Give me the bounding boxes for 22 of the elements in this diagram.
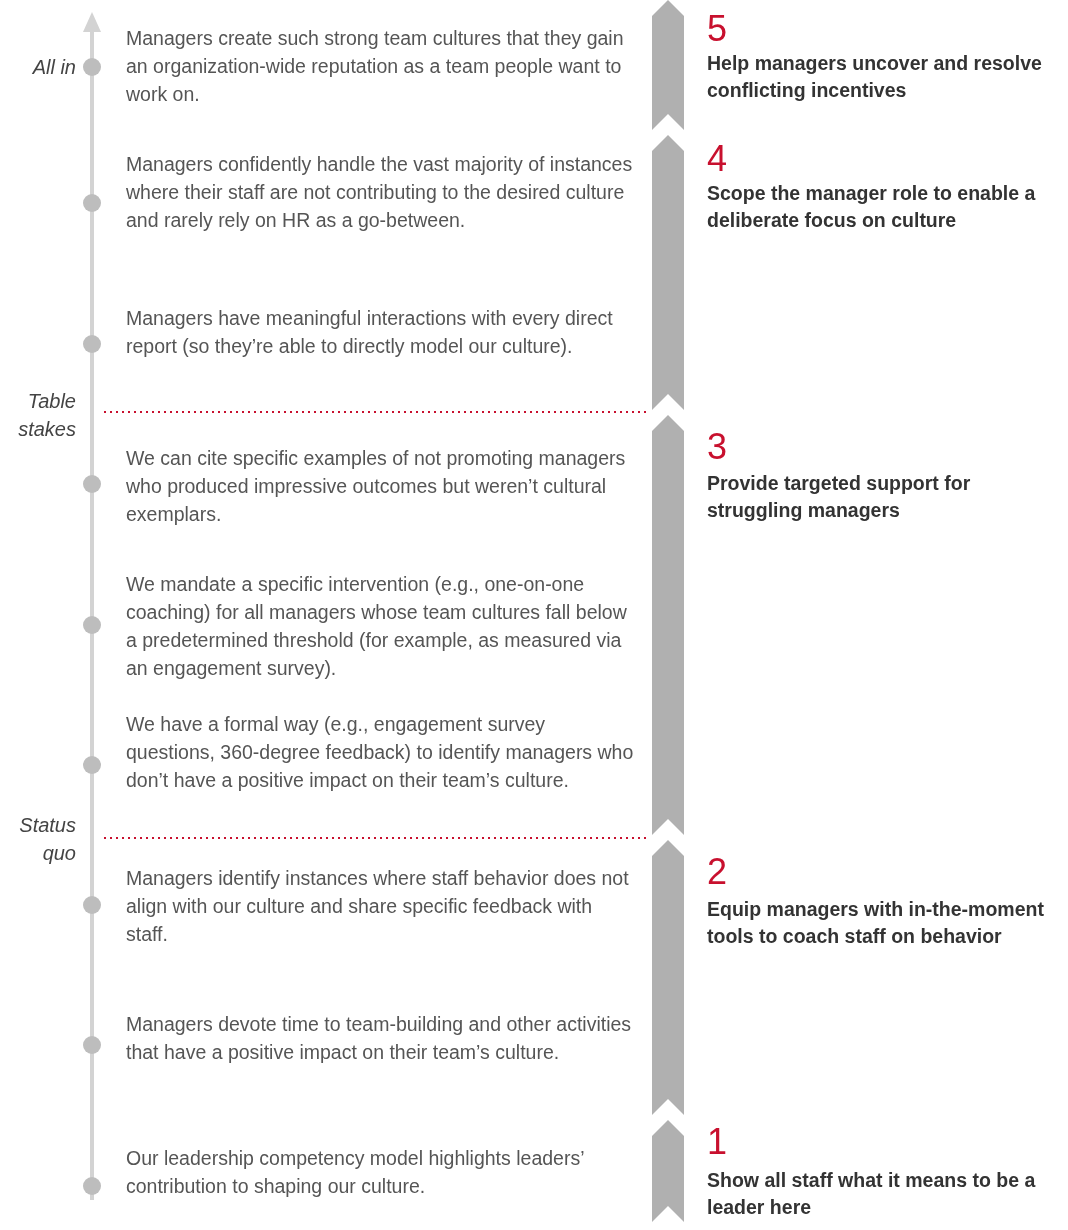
- step-heading: Equip managers with in-the-moment tools to coach staff on behavior: [707, 897, 1045, 949]
- step-heading: Help managers uncover and resolve conflicting incentives: [707, 51, 1043, 103]
- statement-text: We have a formal way (e.g., engagement survey questions, 360-degree feedback) to identify managers who don’t have a positive impact on their team’s culture.: [126, 712, 635, 793]
- step-heading: Provide targeted support for struggling managers: [707, 471, 972, 523]
- statement-text: Managers identify instances where staff behavior does not align with our culture and share specific feedback with staff.: [126, 866, 630, 947]
- step-heading: Scope the manager role to enable a deliberate focus on culture: [707, 181, 1037, 233]
- level-label: Table stakes: [17, 389, 76, 442]
- statement-text: We can cite specific examples of not promoting managers who produced impressive outcomes but weren’t cultural exemplars.: [126, 446, 627, 527]
- statement-text: Managers have meaningful interactions with every direct report (so they’re able to directly model our culture).: [126, 306, 614, 359]
- statement-text: We mandate a specific intervention (e.g., one-on-one coaching) for all managers whose team cultures fall below a predetermined threshold (for example, as measured via an engagement survey).: [126, 572, 628, 681]
- statement-text: Managers create such strong team cultures that they gain an organization-wide reputation as a team people want to work on.: [126, 26, 625, 107]
- step-number: 3: [707, 428, 728, 466]
- step-number: 4: [707, 140, 728, 178]
- statement-text: Our leadership competency model highlights leaders’ contribution to shaping our culture.: [126, 1146, 585, 1199]
- statement-text: Managers confidently handle the vast majority of instances where their staff are not contributing to the desired culture and rarely rely on HR as a go-between.: [126, 152, 634, 233]
- level-label: Status quo: [18, 813, 76, 866]
- step-number: 1: [707, 1123, 728, 1161]
- statement-text: Managers devote time to team-building and other activities that have a positive impact on their team’s culture.: [126, 1012, 633, 1065]
- step-number: 5: [707, 10, 728, 48]
- step-number: 2: [707, 853, 728, 891]
- step-heading: Show all staff what it means to be a leader here: [707, 1168, 1037, 1220]
- level-label: All in: [31, 55, 76, 80]
